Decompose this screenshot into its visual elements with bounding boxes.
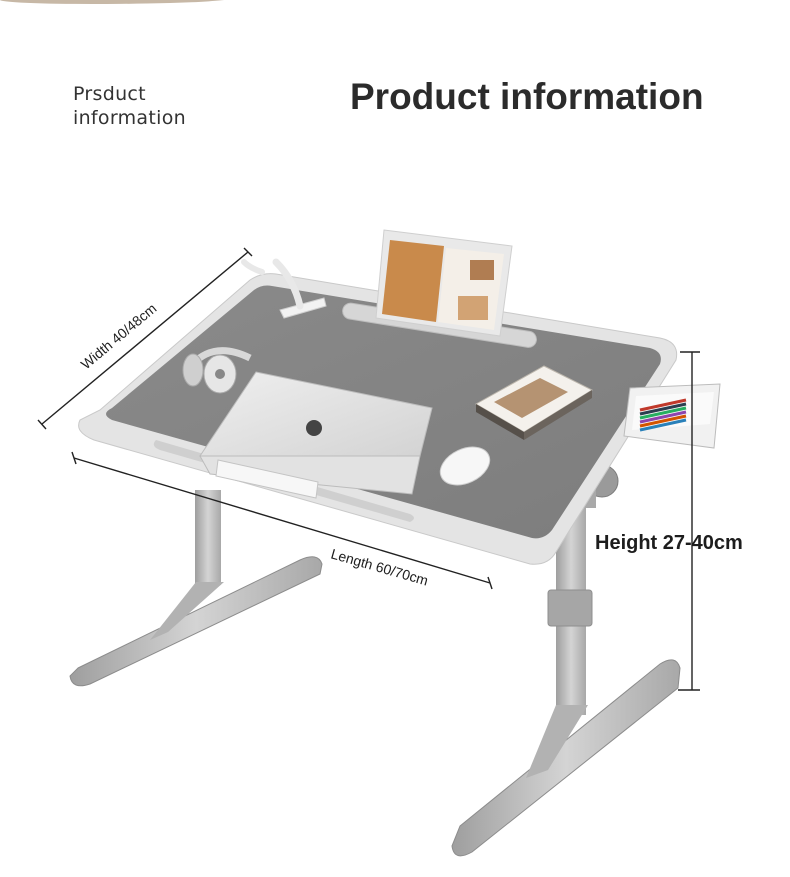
pen-drawer bbox=[623, 383, 721, 449]
page-title: Product information bbox=[350, 76, 704, 117]
headphones bbox=[182, 347, 252, 394]
tablet bbox=[375, 229, 513, 337]
height-dimension-label: Height 27-40cm bbox=[595, 532, 743, 554]
left-leg bbox=[69, 490, 323, 687]
decorative-top-arc bbox=[0, 0, 232, 4]
dimension-lines bbox=[37, 247, 700, 691]
book bbox=[474, 365, 594, 440]
laptop bbox=[199, 371, 433, 499]
hook-accessory bbox=[241, 258, 327, 319]
subtitle-line-2: information bbox=[73, 107, 186, 129]
length-dimension-label: Length 60/70cm bbox=[329, 546, 430, 589]
subtitle-line-1: Prsduct bbox=[73, 83, 146, 105]
section-subtitle: Prsduct information bbox=[73, 82, 233, 130]
mouse bbox=[439, 446, 491, 486]
right-leg bbox=[451, 464, 681, 857]
